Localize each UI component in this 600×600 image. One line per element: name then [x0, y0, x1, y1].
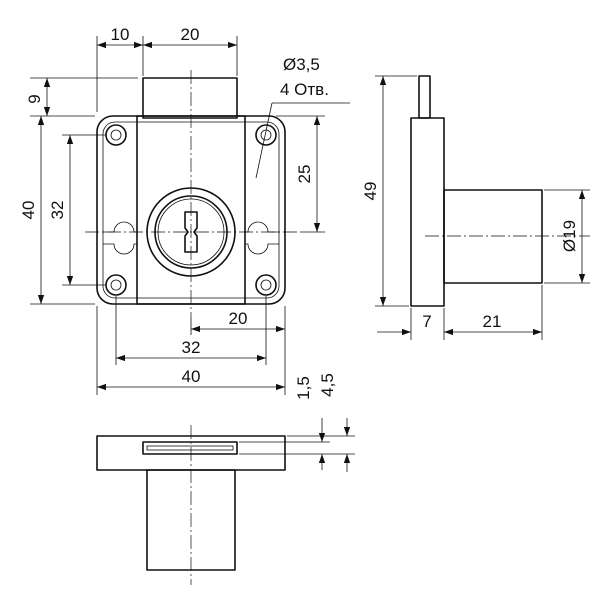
dim-top-20: 20	[181, 25, 200, 44]
side-plate	[410, 117, 445, 307]
dim-side-21: 21	[483, 312, 502, 331]
side-cylinder	[443, 189, 543, 284]
top-view: 1,5 4,5	[96, 373, 355, 585]
dim-left-40: 40	[19, 201, 38, 220]
screw-hole-top-left	[105, 124, 127, 146]
dim-side-7: 7	[422, 312, 431, 331]
side-bolt	[418, 75, 431, 119]
dim-left-32: 32	[48, 201, 67, 220]
hole-diameter-label: Ø3,5	[283, 55, 320, 74]
front-view: 10 20 9 40 32 25 Ø3,5 4 Отв. 20	[19, 25, 350, 395]
top-slot-inner	[146, 445, 234, 451]
dim-top-10: 10	[111, 25, 130, 44]
dim-bottom-32: 32	[182, 338, 201, 357]
notch-left	[103, 221, 137, 255]
bolt-top	[142, 77, 238, 119]
dim-top-view-4-5: 4,5	[318, 373, 337, 397]
dim-bottom-20: 20	[229, 309, 248, 328]
dim-side-d19: Ø19	[560, 220, 579, 252]
hole-count-label: 4 Отв.	[280, 80, 329, 99]
dim-top-view-1-5: 1,5	[294, 376, 313, 400]
notch-right	[245, 221, 279, 255]
screw-hole-bottom-right	[255, 274, 277, 296]
top-slot-outer	[142, 441, 238, 455]
side-view: 49 Ø19 7 21	[361, 75, 590, 340]
dim-left-9: 9	[25, 94, 44, 103]
screw-hole-bottom-left	[105, 274, 127, 296]
screw-hole-top-right	[255, 124, 277, 146]
dim-right-25: 25	[295, 165, 314, 184]
keyhole-icon	[184, 211, 198, 253]
dim-bottom-40: 40	[182, 367, 201, 386]
dim-side-49: 49	[361, 182, 380, 201]
